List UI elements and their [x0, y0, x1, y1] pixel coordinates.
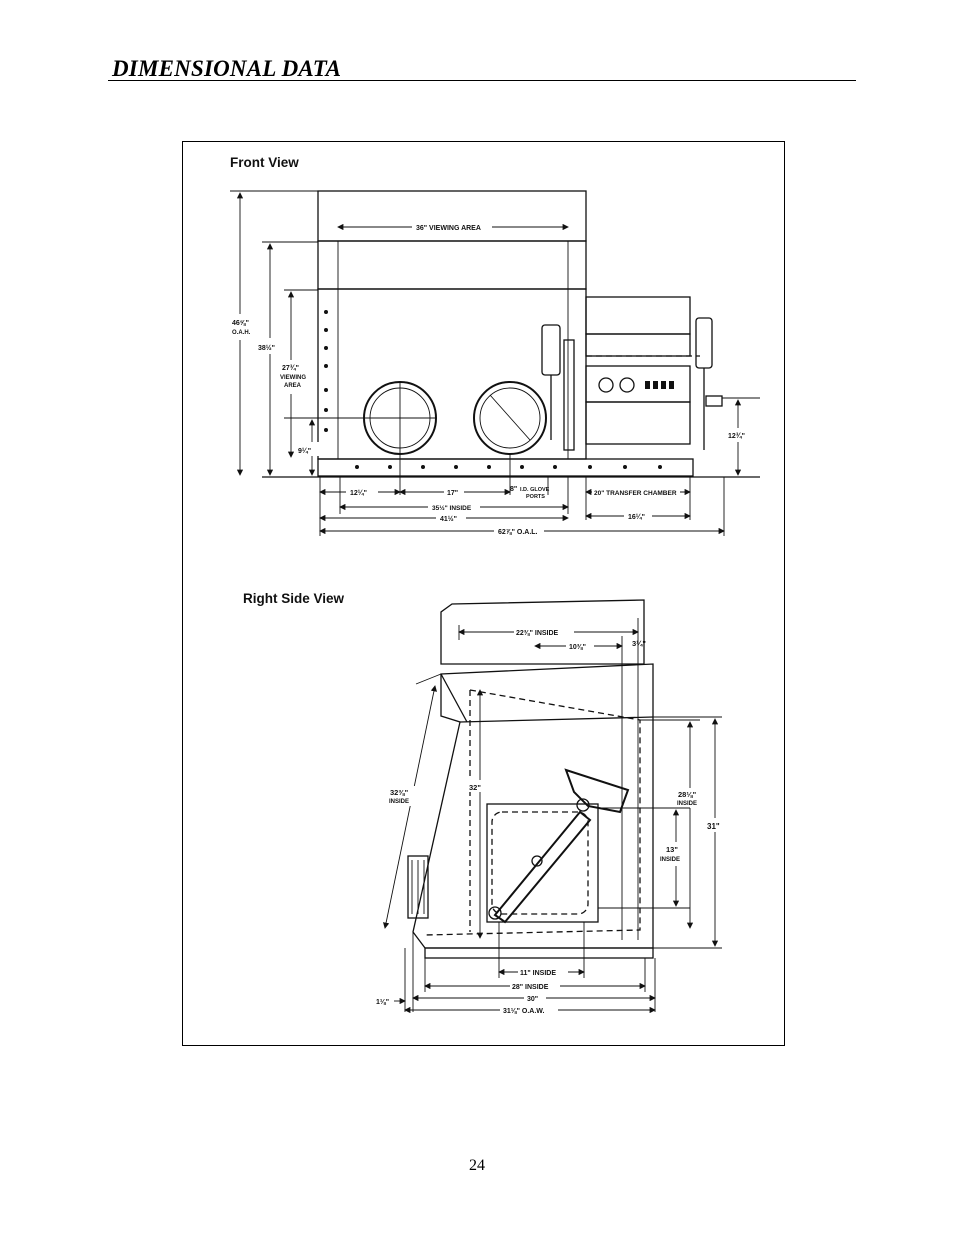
svg-text:36" VIEWING AREA: 36" VIEWING AREA	[416, 225, 481, 232]
svg-text:17": 17"	[447, 490, 458, 497]
side-view-dimensions	[383, 618, 726, 1016]
svg-text:12¼": 12¼"	[350, 489, 367, 497]
title-rule	[108, 80, 856, 81]
side-view-labels: 22⅜" INSIDE 10⅜" 3¼" 32⅜" INSIDE 32" 28⅛…	[376, 630, 720, 1015]
svg-text:INSIDE: INSIDE	[677, 801, 697, 807]
side-view-title: Right Side View	[243, 591, 345, 606]
svg-text:32⅜": 32⅜"	[390, 788, 409, 797]
front-view-glovebox	[262, 190, 760, 478]
svg-text:30": 30"	[527, 996, 538, 1003]
svg-text:9¼": 9¼"	[298, 447, 311, 455]
svg-text:38½": 38½"	[258, 344, 275, 352]
svg-text:20" TRANSFER CHAMBER: 20" TRANSFER CHAMBER	[594, 490, 677, 497]
svg-text:31": 31"	[707, 822, 720, 831]
svg-text:27¾": 27¾"	[282, 364, 299, 372]
svg-text:62⅞" O.A.L.: 62⅞" O.A.L.	[498, 529, 538, 536]
front-view-title: Front View	[230, 155, 299, 170]
svg-text:12¾": 12¾"	[728, 432, 745, 440]
svg-text:PORTS: PORTS	[526, 494, 545, 500]
svg-text:46⅝": 46⅝"	[232, 320, 249, 327]
figure-frame	[182, 141, 785, 1046]
side-view-glovebox	[407, 599, 654, 959]
page-number: 24	[469, 1157, 485, 1174]
svg-text:INSIDE: INSIDE	[389, 799, 409, 805]
front-view-dimensions	[228, 190, 760, 537]
page-title: DIMENSIONAL DATA	[112, 56, 342, 81]
svg-text:8": 8"	[510, 486, 517, 493]
svg-text:11" INSIDE: 11" INSIDE	[520, 970, 556, 977]
svg-text:AREA: AREA	[284, 383, 302, 389]
svg-text:22⅜" INSIDE: 22⅜" INSIDE	[516, 630, 559, 637]
svg-text:VIEWING: VIEWING	[280, 375, 306, 381]
svg-text:3¼": 3¼"	[632, 639, 646, 648]
svg-text:32": 32"	[469, 783, 481, 792]
svg-text:13": 13"	[666, 845, 678, 854]
svg-text:16¼": 16¼"	[628, 513, 645, 521]
svg-text:10⅜": 10⅜"	[569, 644, 586, 651]
svg-text:28" INSIDE: 28" INSIDE	[512, 984, 549, 991]
svg-text:INSIDE: INSIDE	[660, 857, 680, 863]
svg-text:41½": 41½"	[440, 515, 457, 523]
svg-text:28⅛": 28⅛"	[678, 790, 697, 799]
front-view-labels: 36" VIEWING AREA 46⅝" O.A.H. 38½" 27¾" V…	[232, 225, 745, 536]
svg-text:I.D. GLOVE: I.D. GLOVE	[520, 487, 550, 493]
svg-text:31⅛" O.A.W.: 31⅛" O.A.W.	[503, 1008, 544, 1015]
svg-text:O.A.H.: O.A.H.	[232, 330, 251, 336]
svg-text:1⅛": 1⅛"	[376, 999, 389, 1006]
svg-text:35½" INSIDE: 35½" INSIDE	[432, 504, 472, 512]
